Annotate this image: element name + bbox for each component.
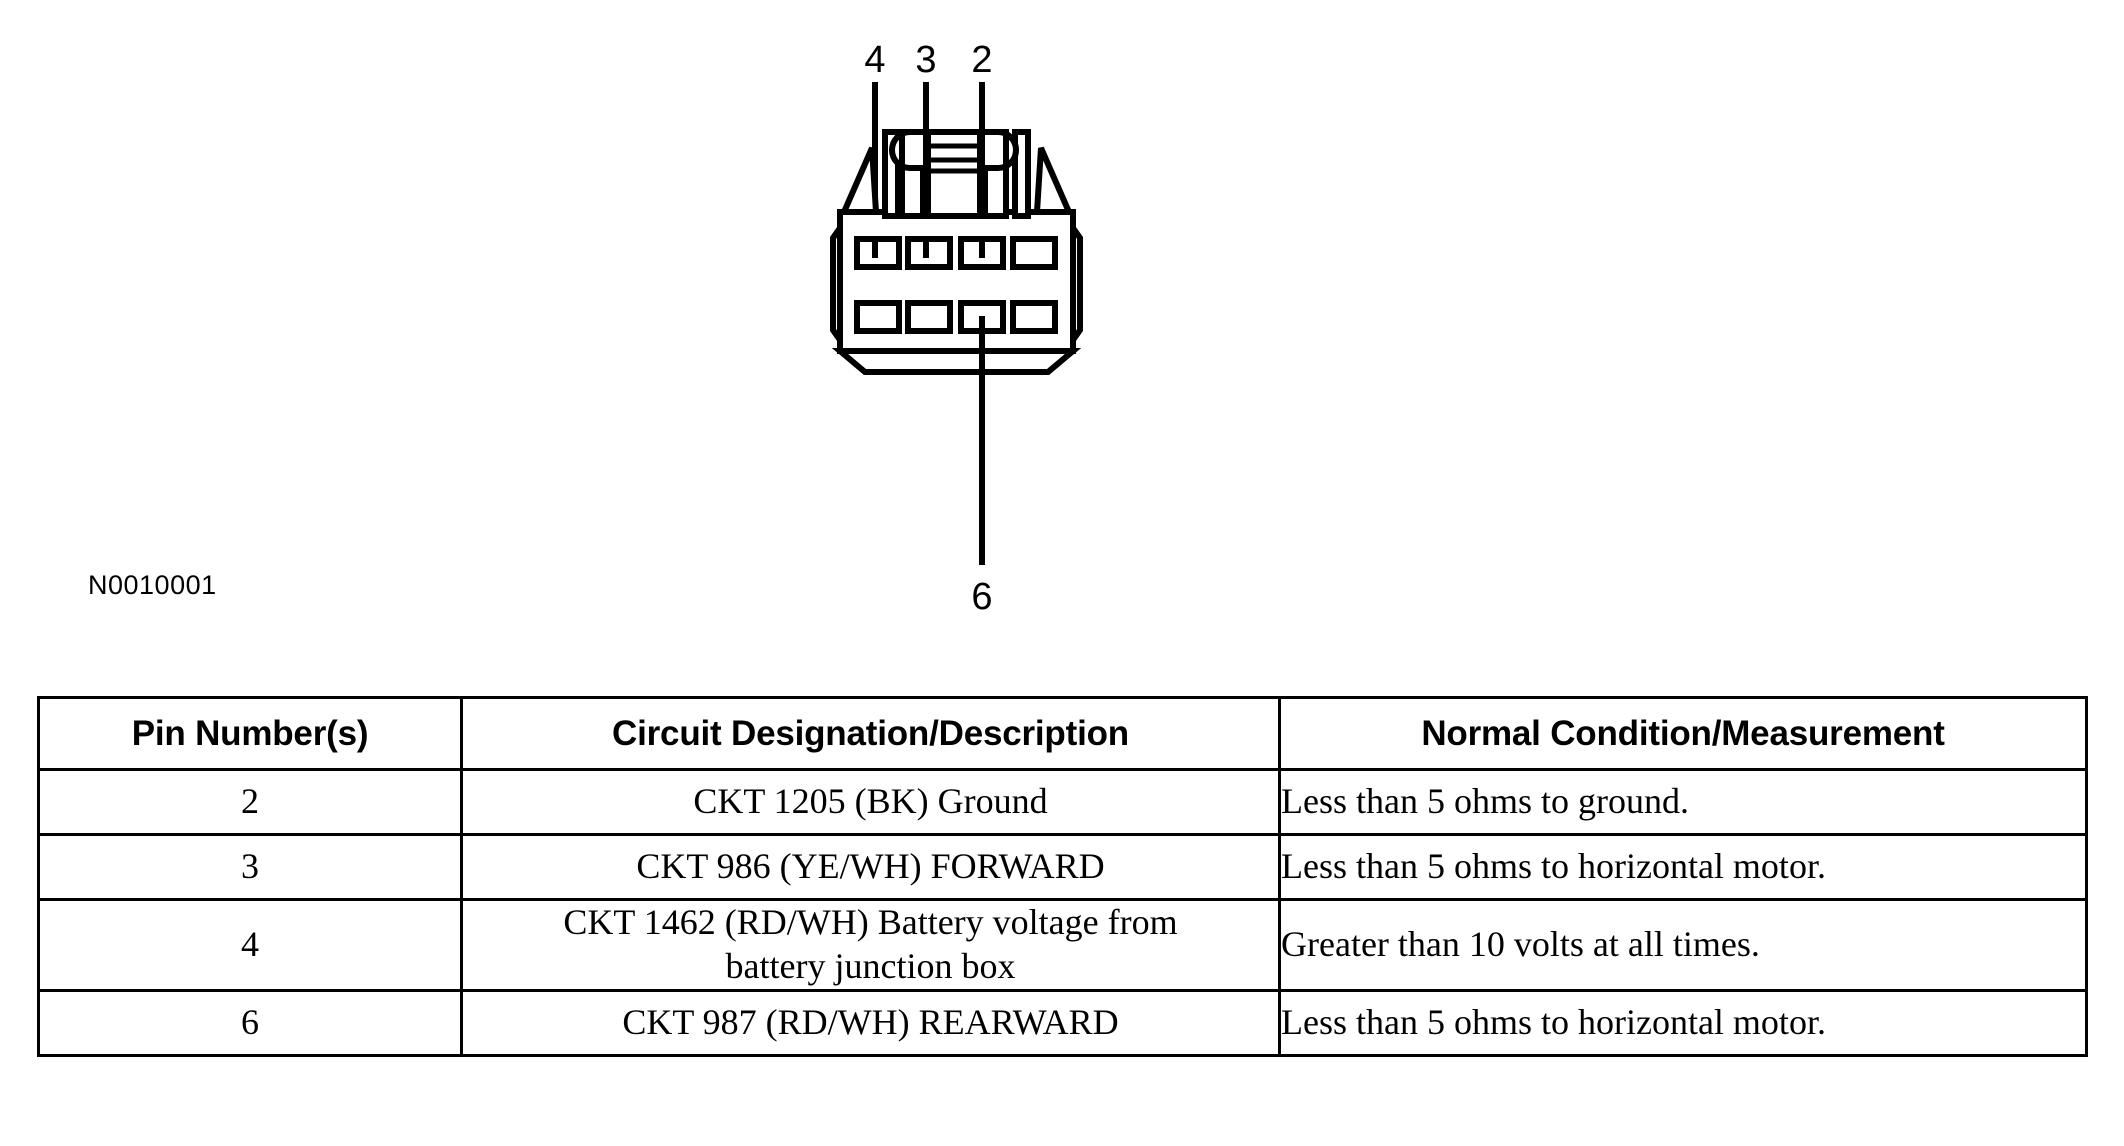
callout-label-pin-4: 4 [864,39,885,81]
diagram-reference-label: N0010001 [88,570,217,600]
cell-normal-condition: Less than 5 ohms to horizontal motor. [1278,988,2088,1057]
bottom-skirt [831,348,1082,375]
center-keyway-block [925,129,983,219]
pin-table-container: Pin Number(s) Circuit Designation/Descri… [37,696,2088,1057]
left-latch-arm [889,129,928,219]
cavity-r2-c2 [905,300,953,334]
right-latch-arm [980,129,1019,219]
cavity-r2-c1 [854,300,902,334]
cell-circuit-designation: CKT 987 (RD/WH) REARWARD [460,988,1281,1057]
cell-pin-number: 6 [37,988,463,1057]
connector-illustration: 4 3 2 6 [830,39,1083,618]
column-header-circuit-designation: Circuit Designation/Description [460,696,1281,771]
cell-normal-condition: Less than 5 ohms to horizontal motor. [1278,833,2088,901]
table-row: 3 CKT 986 (YE/WH) FORWARD Less than 5 oh… [37,833,2088,901]
callout-leader-tips [872,239,985,258]
cell-normal-condition: Less than 5 ohms to ground. [1278,768,2088,836]
table-row: 2 CKT 1205 (BK) Ground Less than 5 ohms … [37,768,2088,836]
cell-circuit-designation: CKT 1462 (RD/WH) Battery voltage from ba… [460,898,1281,992]
cell-normal-condition: Greater than 10 volts at all times. [1278,898,2088,992]
callout-label-pin-3: 3 [915,39,936,81]
column-header-normal-condition: Normal Condition/Measurement [1278,696,2088,771]
callout-label-pin-2: 2 [971,39,992,81]
left-shoulder-ramp [839,146,880,215]
right-shoulder-ramp [1033,146,1074,215]
table-row: 4 CKT 1462 (RD/WH) Battery voltage from … [37,898,2088,992]
cell-circuit-designation: CKT 986 (YE/WH) FORWARD [460,833,1281,901]
table-header-row: Pin Number(s) Circuit Designation/Descri… [37,696,2088,771]
center-keyway-ribs [928,143,980,174]
cell-circuit-line-2: battery junction box [725,945,1016,986]
callout-label-pin-6: 6 [971,576,992,618]
cell-circuit-designation: CKT 1205 (BK) Ground [460,768,1281,836]
cell-circuit-line-1: CKT 1462 (RD/WH) Battery voltage from [563,902,1178,942]
cavity-r2-c4 [1010,300,1058,334]
column-header-pin-number: Pin Number(s) [37,696,463,771]
pin-assignment-table: Pin Number(s) Circuit Designation/Descri… [37,696,2088,1057]
cavity-r1-c4 [1010,236,1058,270]
cell-pin-number: 2 [37,768,463,836]
cell-pin-number: 3 [37,833,463,901]
table-row: 6 CKT 987 (RD/WH) REARWARD Less than 5 o… [37,988,2088,1057]
connector-diagram-area: 4 3 2 6 N0010001 [88,39,1083,618]
cell-pin-number: 4 [37,898,463,992]
